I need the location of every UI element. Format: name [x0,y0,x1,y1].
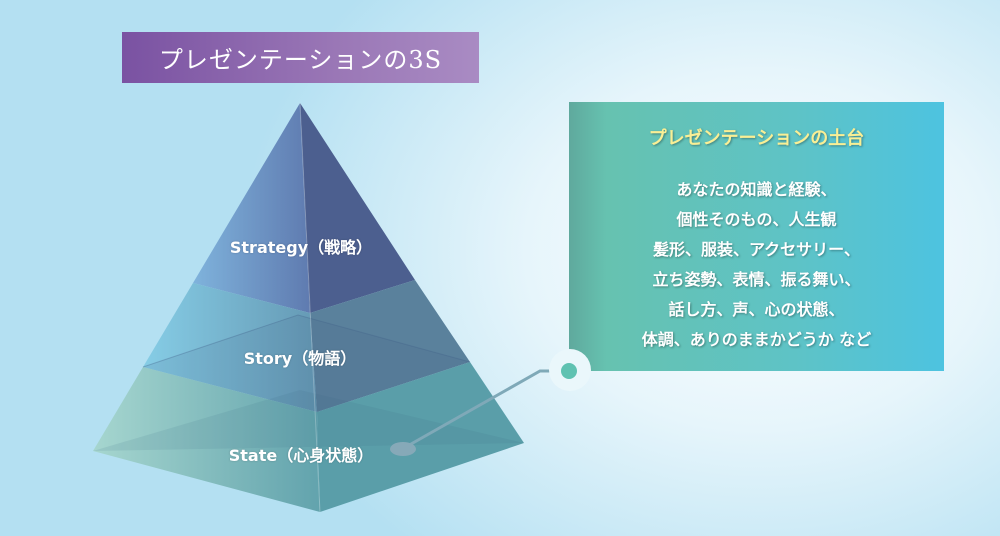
callout-line: 体調、ありのままかどうか など [641,330,872,349]
story-right-face [310,280,470,412]
strategy-left-face [193,103,310,313]
callout-anchor-dot [561,363,577,379]
callout-line: 立ち姿勢、表情、振る舞い、 [652,270,861,289]
callout-line: 個性そのもの、人生観 [676,210,837,229]
level-story-label: Story（物語） [243,349,357,368]
callout-heading: プレゼンテーションの土台 [648,128,865,149]
state-marker [390,442,416,456]
level-state-label: State（心身状態） [228,446,374,465]
diagram-title: プレゼンテーションの3S [122,32,479,83]
story-left-face [143,283,317,412]
strategy-right-face [300,103,415,313]
callout-text: あなたの知識と経験、 個性そのもの、人生観 髪形、服装、アクセサリー、 立ち姿勢… [569,175,944,355]
state-left-face [93,367,320,512]
level-strategy-label: Strategy（戦略） [229,238,373,257]
callout-line: あなたの知識と経験、 [676,180,837,199]
callout-line: 話し方、声、心の状態、 [668,300,845,319]
callout-box: プレゼンテーションの土台 あなたの知識と経験、 個性そのもの、人生観 髪形、服装… [549,102,944,391]
callout-line: 髪形、服装、アクセサリー、 [652,240,861,259]
